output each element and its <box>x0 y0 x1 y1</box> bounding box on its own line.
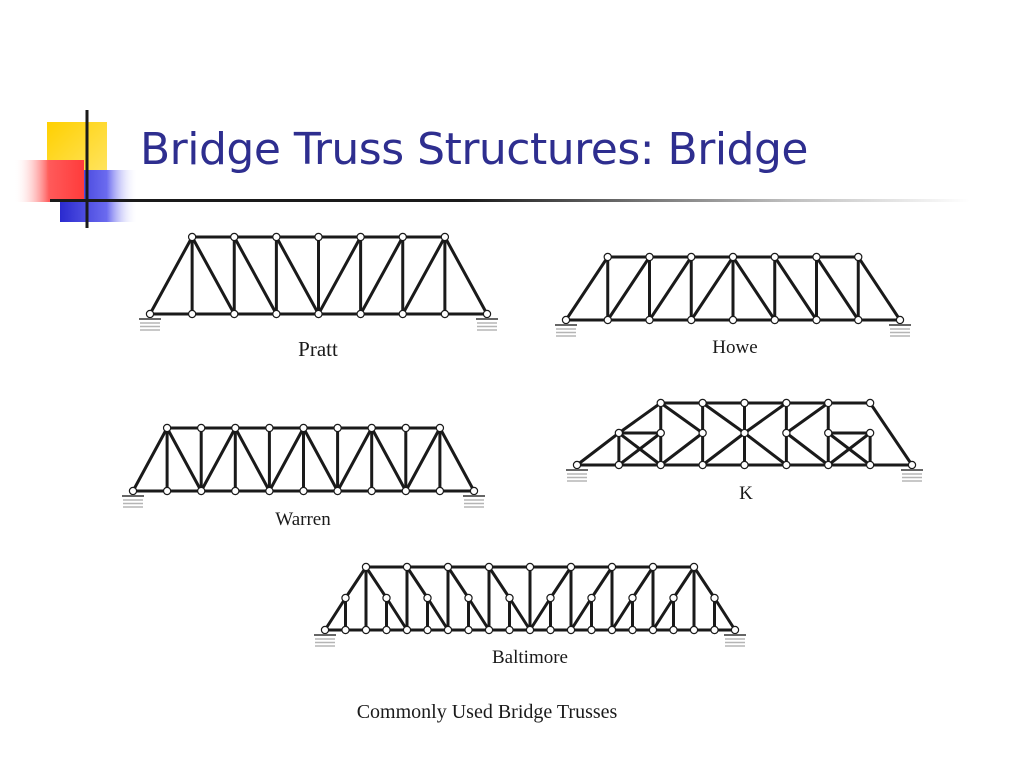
bearing-support <box>555 324 577 337</box>
truss-drawings <box>122 232 923 647</box>
truss-label-pratt: Pratt <box>298 337 338 361</box>
truss-warren <box>128 423 479 496</box>
bearing-support <box>566 469 588 482</box>
title-rule <box>50 199 970 202</box>
figure-caption: Commonly Used Bridge Trusses <box>357 701 618 723</box>
bearing-support <box>889 324 911 337</box>
truss-baltimore <box>320 562 740 635</box>
bearing-support <box>724 634 746 647</box>
truss-label-baltimore: Baltimore <box>492 647 568 668</box>
bearing-support <box>463 495 485 508</box>
bearing-support <box>122 495 144 508</box>
truss-label-howe: Howe <box>712 337 757 358</box>
bearing-support <box>901 469 923 482</box>
truss-label-warren: Warren <box>275 509 331 530</box>
title-decoration <box>14 110 138 228</box>
bearing-support <box>476 318 498 331</box>
truss-pratt <box>145 232 492 319</box>
truss-label-k: K <box>739 483 753 504</box>
deco-red-square <box>14 160 84 202</box>
bearing-support <box>139 318 161 331</box>
truss-k <box>572 398 917 470</box>
slide-title: Bridge Truss Structures: Bridge <box>140 124 808 175</box>
bearing-support <box>314 634 336 647</box>
truss-howe <box>561 252 905 325</box>
